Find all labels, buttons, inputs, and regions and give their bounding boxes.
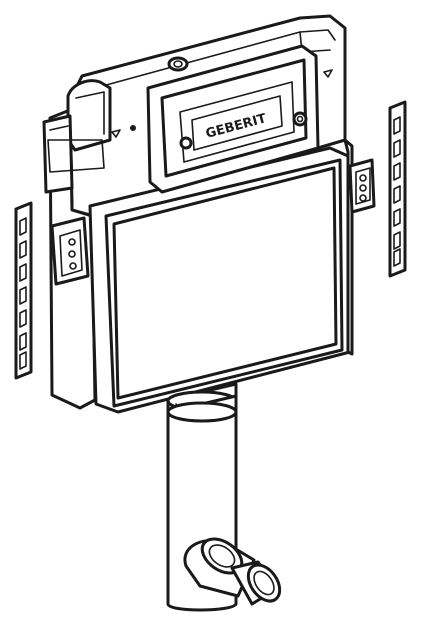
left-fixing-block bbox=[50, 216, 90, 286]
left-wall-bracket bbox=[14, 201, 33, 380]
drain-pipe bbox=[166, 382, 282, 612]
right-wall-bracket bbox=[388, 100, 407, 278]
right-fixing-block bbox=[348, 158, 376, 214]
actuator-frame: GEBERIT bbox=[146, 44, 320, 194]
